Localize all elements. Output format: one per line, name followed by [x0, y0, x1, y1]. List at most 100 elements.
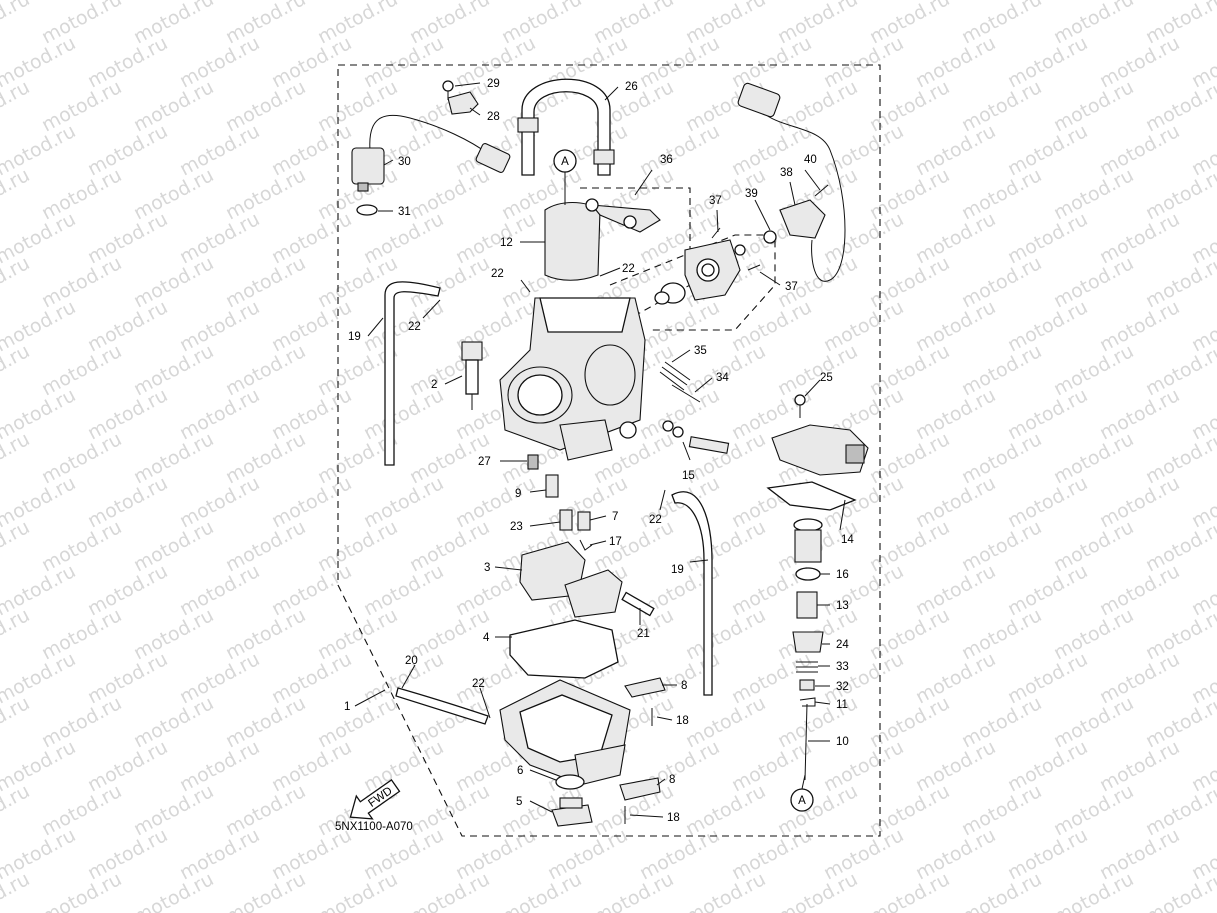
watermark-text: motod.ru: [1142, 340, 1217, 400]
callout-37-bottom: 37: [785, 281, 798, 293]
callout-6: 6: [517, 765, 523, 777]
callout-33: 33: [836, 661, 849, 673]
watermark-text: motod.ru: [130, 340, 217, 400]
watermark-text: motod.ru: [866, 516, 953, 576]
callout-7: 7: [612, 511, 618, 523]
watermark-text: motod.ru: [958, 252, 1045, 312]
watermark-text: motod.ru: [38, 516, 125, 576]
brackets-8: [619, 677, 666, 801]
o-ring-31: [356, 204, 378, 216]
watermark-text: motod.ru: [84, 472, 171, 532]
watermark-text: motod.ru: [590, 868, 677, 913]
watermark-text: motod.ru: [38, 164, 125, 224]
drain-plug-5: [551, 797, 593, 827]
watermark-text: motod.ru: [728, 824, 815, 884]
watermark-text: motod.ru: [1004, 648, 1091, 708]
watermark-text: motod.ru: [452, 472, 539, 532]
watermark-text: motod.ru: [820, 296, 907, 356]
watermark-text: motod.ru: [866, 604, 953, 664]
watermark-text: motod.ru: [820, 32, 907, 92]
watermark-text: motod.ru: [1096, 208, 1183, 268]
jet-parts-15: [662, 420, 730, 454]
watermark-text: motod.ru: [866, 252, 953, 312]
watermark-text: motod.ru: [1096, 296, 1183, 356]
watermark-text: motod.ru: [0, 692, 33, 752]
throttle-valve-12: [544, 201, 601, 281]
watermark-text: motod.ru: [360, 736, 447, 796]
watermark-text: motod.ru: [130, 692, 217, 752]
watermark-text: motod.ru: [912, 296, 999, 356]
throttle-linkage-box: [580, 187, 691, 336]
callout-34: 34: [716, 372, 729, 384]
watermark-text: motod.ru: [866, 428, 953, 488]
callout-29: 29: [487, 78, 500, 90]
watermark-text: motod.ru: [130, 164, 217, 224]
callout-22-a: 22: [491, 268, 504, 280]
watermark-text: motod.ru: [866, 868, 953, 913]
watermark-text: motod.ru: [176, 560, 263, 620]
watermark-text: motod.ru: [38, 868, 125, 913]
watermark-text: motod.ru: [452, 208, 539, 268]
watermark-text: motod.ru: [176, 384, 263, 444]
watermark-text: motod.ru: [498, 868, 585, 913]
watermark-text: motod.ru: [38, 692, 125, 752]
callout-8-bottom: 8: [669, 774, 675, 786]
watermark-text: motod.ru: [1096, 648, 1183, 708]
watermark-text: motod.ru: [1004, 208, 1091, 268]
callout-19-a: 19: [348, 331, 361, 343]
watermark-text: motod.ru: [84, 296, 171, 356]
watermark-text: motod.ru: [130, 76, 217, 136]
watermark-text: motod.ru: [84, 648, 171, 708]
watermark-text: motod.ru: [406, 780, 493, 840]
watermark-text: motod.ru: [1004, 472, 1091, 532]
overflow-hose-19b: [671, 491, 713, 696]
watermark-text: motod.ru: [84, 824, 171, 884]
ref-mark-a-top-label: A: [561, 156, 569, 168]
diagram-code: 5NX1100-A070: [335, 821, 413, 833]
watermark-text: motod.ru: [636, 32, 723, 92]
watermark-text: motod.ru: [84, 120, 171, 180]
sensor-housing: [654, 227, 761, 305]
float-pin-21: [621, 591, 655, 617]
watermark-text: motod.ru: [406, 604, 493, 664]
watermark-text: motod.ru: [1050, 692, 1137, 752]
watermark-text: motod.ru: [360, 32, 447, 92]
watermark-text: motod.ru: [38, 76, 125, 136]
watermark-text: motod.ru: [1142, 76, 1217, 136]
watermark-text: motod.ru: [866, 76, 953, 136]
watermark-text: motod.ru: [958, 76, 1045, 136]
watermark-text: motod.ru: [268, 384, 355, 444]
watermark-text: motod.ru: [912, 736, 999, 796]
watermark-text: motod.ru: [912, 824, 999, 884]
watermark-text: motod.ru: [176, 736, 263, 796]
watermark-text: motod.ru: [452, 824, 539, 884]
watermark-text: motod.ru: [1096, 384, 1183, 444]
watermark-text: motod.ru: [130, 604, 217, 664]
watermark-text: motod.ru: [268, 648, 355, 708]
watermark-text: motod.ru: [820, 208, 907, 268]
watermark-text: motod.ru: [1004, 736, 1091, 796]
watermark-text: motod.ru: [176, 208, 263, 268]
watermark-text: motod.ru: [1004, 32, 1091, 92]
watermark-text: motod.ru: [0, 604, 33, 664]
watermark-text: motod.ru: [314, 516, 401, 576]
watermark-text: motod.ru: [222, 780, 309, 840]
watermark-text: motod.ru: [268, 120, 355, 180]
watermark-text: motod.ru: [590, 516, 677, 576]
watermark-text: motod.ru: [222, 164, 309, 224]
watermark-text: motod.ru: [1142, 428, 1217, 488]
callout-26: 26: [625, 81, 638, 93]
carburetor-body: [499, 297, 646, 461]
callout-22-b: 22: [622, 263, 635, 275]
callout-11: 11: [836, 699, 848, 711]
watermark-text: motod.ru: [314, 76, 401, 136]
watermark-text: motod.ru: [774, 340, 861, 400]
watermark-text: motod.ru: [176, 472, 263, 532]
watermark-text: motod.ru: [1050, 252, 1137, 312]
callout-15: 15: [682, 470, 695, 482]
watermark-text: motod.ru: [38, 604, 125, 664]
watermark-text: motod.ru: [958, 164, 1045, 224]
callout-21: 21: [637, 628, 650, 640]
callout-14: 14: [841, 534, 854, 546]
watermark-text: motod.ru: [682, 516, 769, 576]
